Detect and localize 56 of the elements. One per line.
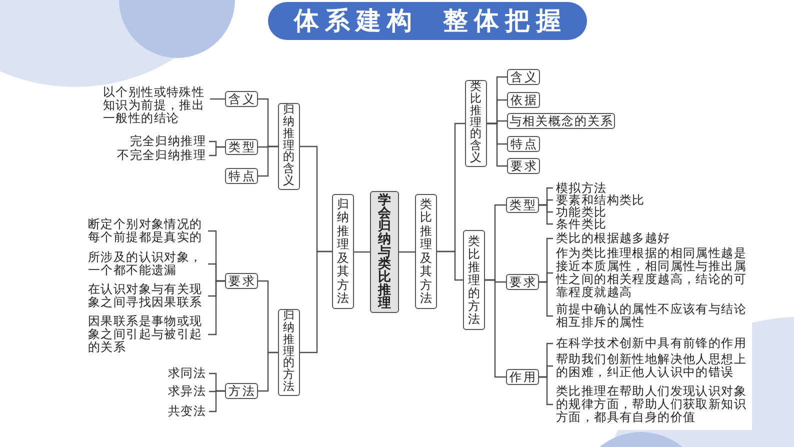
label-box: 特点 (225, 168, 258, 184)
title-banner: 体系建构 整体把握 (268, 2, 587, 40)
topic-box: 类比推理及其方法 (415, 194, 437, 309)
label-box: 类型 (225, 139, 258, 155)
connector-line (437, 250, 463, 281)
label-box: 含义 (225, 91, 258, 107)
connector-line (210, 98, 225, 100)
label-box: 依据 (507, 92, 540, 108)
branch-text: 求同法 (164, 367, 209, 380)
branch-text: 模拟方法 (553, 182, 610, 194)
topic-box: 类比推理的含义 (465, 80, 487, 167)
connector-line (399, 251, 415, 253)
topic-box: 类比推理的方法 (463, 230, 485, 330)
topic-box: 归纳推理的方法 (278, 309, 300, 396)
branch-text: 断定个别对象情况的每个前提都是真实的 (85, 218, 208, 244)
branch-text: 不完全归纳推理 (114, 149, 209, 162)
connector-line (258, 352, 278, 392)
connector-line (209, 390, 225, 412)
label-box: 类型 (506, 197, 539, 213)
branch-text: 共变法 (164, 405, 209, 418)
branch-text: 类比的根据越多越好 (553, 232, 752, 245)
branch-text: 要素和结构类比 (553, 194, 648, 206)
label-box: 与相关概念的关系 (507, 113, 615, 129)
branch-text: 完全归纳推理 (126, 135, 209, 148)
connector-line (539, 204, 553, 225)
branch-text: 类比推理在帮助人们发现认识对象的规律方面，帮助人们获取新知识方面，都具有自身的价值 (553, 385, 752, 424)
connector-line (258, 146, 278, 177)
label-box: 含义 (507, 69, 540, 85)
label-box: 要求 (507, 158, 540, 174)
topic-box: 归纳推理及其方法 (332, 194, 354, 309)
connector-line (208, 280, 225, 336)
branch-text: 在认识对象与有关现象之间寻找因果联系 (85, 283, 208, 309)
connector-line (209, 146, 225, 156)
label-box: 作用 (506, 369, 539, 385)
branch-text: 条件类比 (553, 218, 610, 230)
connector-line (354, 251, 370, 253)
label-box: 要求 (506, 274, 539, 290)
branch-text: 所涉及的认识对象，一个都不能遗漏 (85, 251, 208, 277)
branch-text: 功能类比 (553, 206, 610, 218)
branch-text: 帮助我们创新性地解决他人思想上的困难，纠正他人认识中的错误 (553, 353, 752, 379)
branch-text: 因果联系是事物或现象之间引起与被引起的关系 (85, 315, 208, 354)
connector-line (487, 122, 507, 167)
connector-line (485, 279, 506, 378)
branch-text: 作为类比推理根据的相同属性越是接近本质属性，相同属性与推出属性之间的相关程度越高，结论的可靠程度就越高 (553, 247, 752, 299)
branch-text: 求异法 (164, 385, 209, 398)
label-box: 特点 (507, 136, 540, 152)
branch-text: 前提中确认的属性不应该有与结论相互排斥的属性 (553, 303, 752, 329)
branch-text: 在科学技术创新中具有前锋的作用 (553, 337, 752, 350)
topic-box: 归纳推理的含义 (278, 103, 300, 190)
central-topic-box: 学会归纳与类比推理 (370, 191, 399, 313)
branch-text: 以个别性或特殊性知识为前提，推出一般性的结论 (100, 86, 210, 125)
connector-line (300, 250, 332, 354)
label-box: 要求 (225, 273, 258, 289)
label-box: 方法 (225, 383, 258, 399)
connector-line (539, 376, 553, 406)
connector-line (539, 281, 553, 317)
